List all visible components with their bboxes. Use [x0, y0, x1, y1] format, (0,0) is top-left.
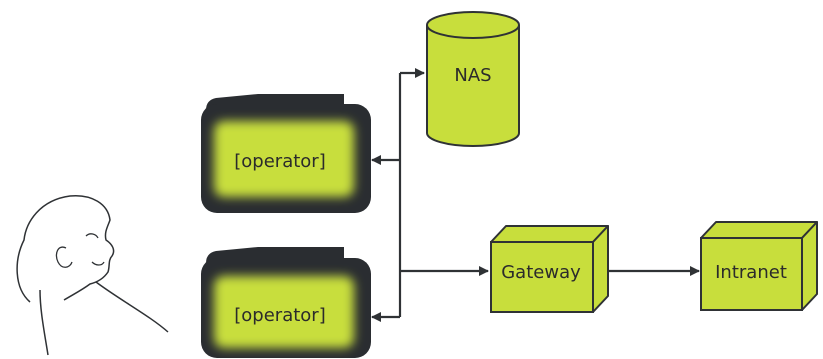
person-ear — [55, 246, 73, 268]
intranet-label: Intranet — [715, 262, 787, 283]
intranet-cube-top — [700, 221, 818, 239]
gateway-label: Gateway — [501, 262, 581, 283]
gateway-cube-side — [592, 225, 609, 313]
nas-label: NAS — [454, 65, 491, 86]
operator-bottom-node: [operator] — [201, 247, 371, 358]
person-shoulder — [39, 281, 169, 356]
intranet-node: Intranet — [700, 221, 818, 311]
gateway-cube-top — [490, 225, 609, 243]
nas-node: NAS — [426, 11, 520, 147]
operator-bottom-folder-glow — [214, 276, 354, 348]
operator-top-folder-glow — [214, 121, 354, 197]
person-figure — [16, 195, 169, 356]
nas-cylinder-top — [426, 11, 520, 39]
nas-cylinder-body — [426, 25, 520, 147]
operator-top-label: [operator] — [234, 151, 325, 172]
operator-top-node: [operator] — [201, 94, 371, 213]
intranet-cube-side — [801, 221, 818, 311]
gateway-node: Gateway — [490, 225, 609, 313]
person-eye — [85, 233, 99, 239]
connectors — [371, 68, 700, 322]
intranet-cube-front — [700, 237, 803, 311]
person-head-icon — [16, 195, 115, 303]
gateway-cube-front — [490, 241, 594, 313]
person-mouth — [91, 261, 105, 266]
operator-bottom-label: [operator] — [234, 305, 325, 326]
